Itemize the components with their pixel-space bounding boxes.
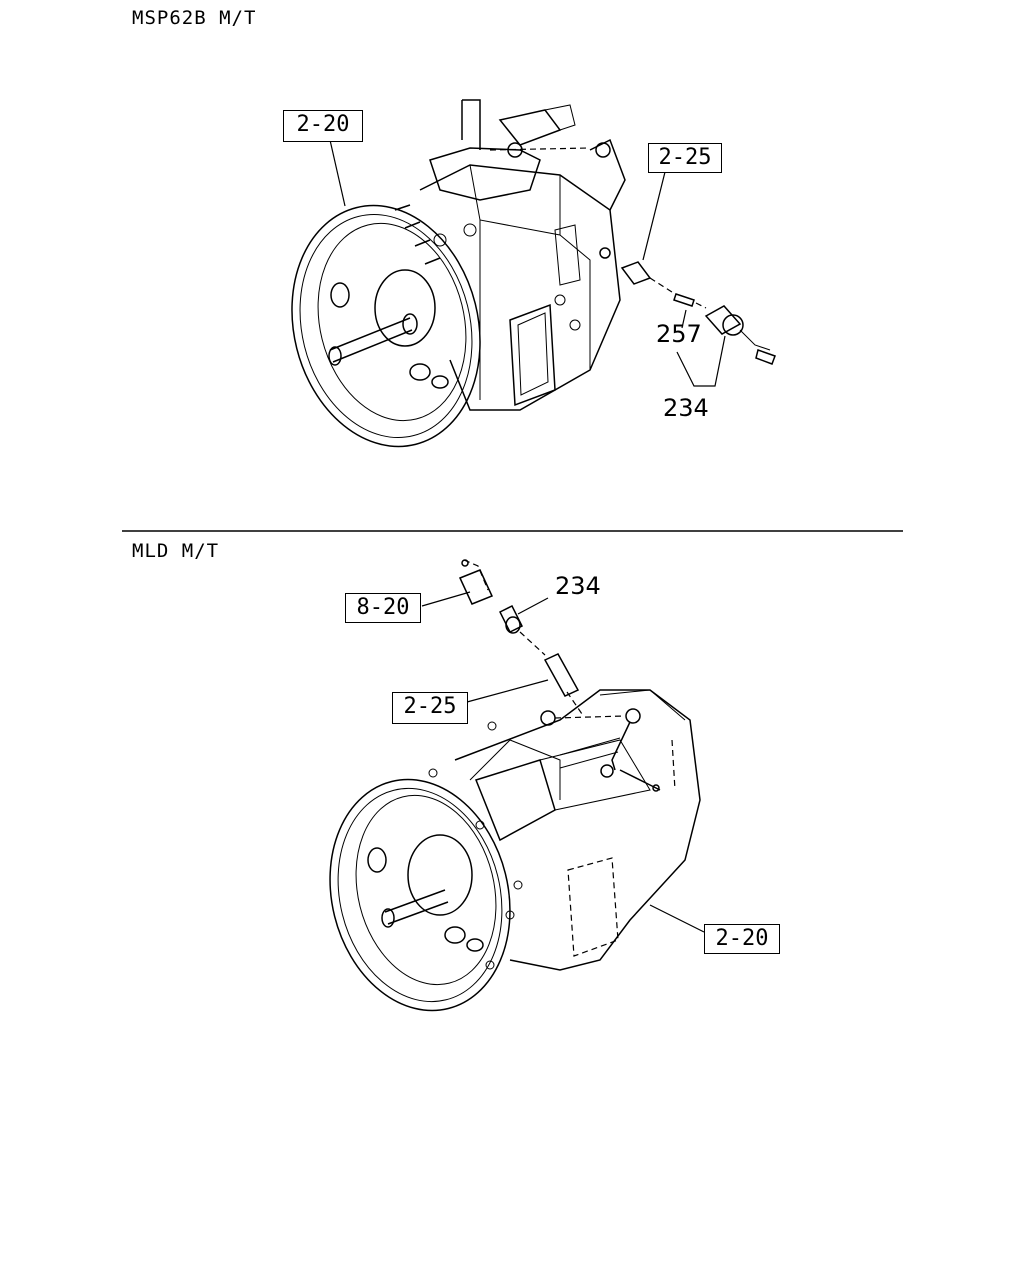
mld-sensor-parts (421, 559, 705, 933)
msp62b-sensor-parts (329, 139, 776, 387)
callout-msp62b-switch-part: 234 (663, 394, 709, 422)
callout-msp62b-sensor-ref: 2-25 (648, 143, 722, 173)
callout-msp62b-transmission-ref: 2-20 (283, 110, 363, 142)
callout-mld-bracket-ref: 8-20 (345, 593, 421, 623)
msp62b-transmission-illustration (291, 99, 626, 448)
callout-mld-transmission-ref: 2-20 (704, 924, 780, 954)
callout-mld-switch-part: 234 (555, 572, 601, 600)
callout-msp62b-pin-part: 257 (656, 320, 702, 348)
callout-mld-sensor-ref: 2-25 (392, 692, 468, 724)
section-title-msp62b: MSP62B M/T (132, 7, 257, 29)
section-title-mld: MLD M/T (132, 540, 220, 562)
mld-transmission-illustration (329, 689, 701, 1012)
